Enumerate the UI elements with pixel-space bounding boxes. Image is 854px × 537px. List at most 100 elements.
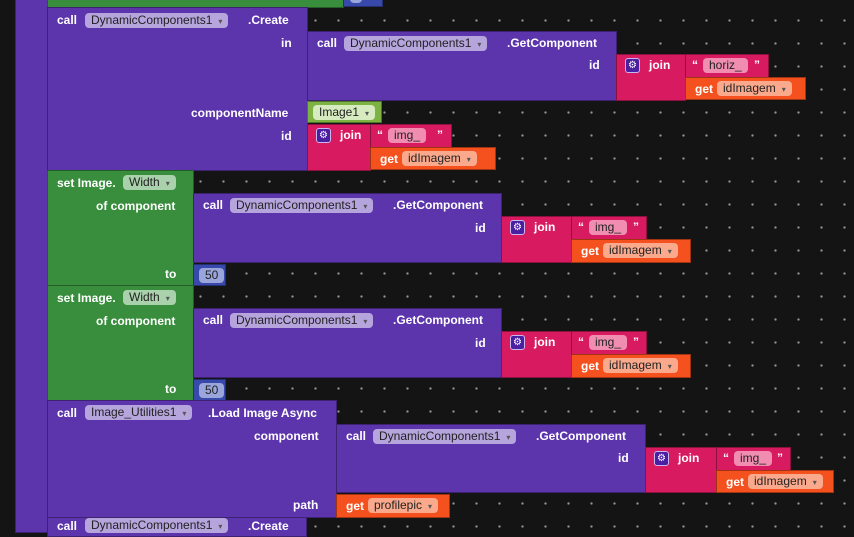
call-label: call (317, 36, 338, 50)
dropdown-value: DynamicComponents1 (91, 518, 213, 532)
text-block[interactable]: “ img_ ” (716, 447, 791, 471)
text-block[interactable]: “ horiz_ ” (685, 54, 769, 78)
text-block[interactable]: “ img_ ” (571, 331, 647, 355)
get-variable-block[interactable]: get idImagem▾ (685, 77, 806, 100)
get-variable-block[interactable]: get idImagem▾ (571, 354, 691, 378)
dropdown-arrow-icon: ▾ (466, 155, 471, 164)
dropdown-arrow-icon: ▾ (477, 40, 482, 49)
dropdown-value: DynamicComponents1 (236, 198, 358, 212)
property-dropdown[interactable]: Width ▾ (123, 175, 176, 190)
set-image-width-block[interactable]: set Image. Width▾ of component to (47, 285, 194, 401)
outer-event-block[interactable] (15, 0, 48, 533)
variable-dropdown[interactable]: profilepic▾ (368, 498, 439, 513)
text-field[interactable]: img_ (388, 128, 427, 143)
number-field[interactable]: 50 (199, 383, 225, 398)
component-dropdown[interactable]: Image_Utilities1▾ (85, 405, 193, 420)
join-label: join (649, 58, 671, 72)
dropdown-arrow-icon: ▾ (363, 202, 368, 211)
get-component-block[interactable]: call DynamicComponents1▾ .GetComponent i… (193, 193, 502, 263)
number-field[interactable]: 50 (199, 268, 225, 283)
join-label: join (534, 220, 556, 234)
join-block[interactable]: ⚙ join (616, 54, 686, 101)
text-block[interactable]: “ img_ ” (370, 124, 452, 148)
gear-icon[interactable]: ⚙ (316, 128, 331, 143)
to-label: to (165, 267, 177, 281)
id-label: id (618, 451, 629, 465)
dropdown-value: DynamicComponents1 (236, 313, 358, 327)
variable-dropdown[interactable]: idImagem▾ (603, 358, 678, 373)
component-dropdown[interactable]: DynamicComponents1 ▾ (373, 429, 517, 444)
component-dropdown[interactable]: DynamicComponents1 ▾ (230, 198, 374, 213)
quote-open: “ (578, 220, 584, 234)
join-block[interactable]: ⚙ join (307, 124, 371, 171)
dropdown-value: DynamicComponents1 (379, 429, 501, 443)
quote-close: ” (633, 220, 639, 234)
get-variable-block[interactable]: get idImagem▾ (716, 470, 834, 493)
create-block[interactable]: call DynamicComponents1▾ .Create in comp… (47, 7, 308, 171)
get-variable-block[interactable]: get idImagem▾ (370, 147, 496, 170)
dropdown-value: Image_Utilities1 (91, 405, 177, 419)
component-dropdown[interactable]: DynamicComponents1▾ (85, 518, 229, 533)
id-label: id (475, 221, 486, 235)
get-label: get (380, 152, 398, 166)
number-block-top[interactable]: 100 (343, 0, 383, 7)
dropdown-arrow-icon: ▾ (363, 317, 368, 326)
variable-dropdown[interactable]: idImagem ▾ (748, 474, 823, 489)
component-name-label: componentName (191, 106, 289, 120)
of-component-label: of component (96, 199, 176, 213)
get-component-block[interactable]: call DynamicComponents1▾ .GetComponent i… (193, 308, 502, 378)
dropdown-arrow-icon: ▾ (165, 179, 170, 188)
dropdown-arrow-icon: ▾ (506, 433, 511, 442)
property-dropdown[interactable]: Width▾ (123, 290, 176, 305)
join-block[interactable]: ⚙ join (501, 331, 572, 378)
gear-icon[interactable]: ⚙ (625, 58, 640, 73)
component-type-dropdown[interactable]: Image1▾ (313, 105, 376, 120)
variable-dropdown[interactable]: idImagem▾ (603, 243, 678, 258)
text-field[interactable]: img_ (734, 451, 773, 466)
quote-open: “ (692, 58, 698, 72)
quote-open: “ (723, 451, 729, 465)
quote-open: “ (578, 335, 584, 349)
get-component-block[interactable]: call DynamicComponents1 ▾ .GetComponent i… (336, 424, 646, 493)
variable-dropdown[interactable]: idImagem▾ (717, 81, 792, 96)
quote-open: “ (377, 128, 383, 142)
set-image-width-block[interactable]: set Image. Width▾ of component to (47, 170, 194, 286)
gear-icon[interactable]: ⚙ (510, 220, 525, 235)
get-variable-block[interactable]: get idImagem▾ (571, 239, 691, 263)
dropdown-arrow-icon: ▾ (812, 478, 817, 487)
dropdown-value: idImagem (754, 474, 807, 488)
method-label: .GetComponent (536, 429, 626, 443)
dropdown-value: Width (129, 175, 160, 189)
component-dropdown[interactable]: DynamicComponents1▾ (344, 36, 488, 51)
text-field[interactable]: horiz_ (703, 58, 748, 73)
component-dropdown[interactable]: DynamicComponents1▾ (85, 13, 229, 28)
create-block-bottom[interactable]: call DynamicComponents1▾ .Create (47, 517, 307, 537)
dropdown-arrow-icon: ▾ (667, 362, 672, 371)
text-block[interactable]: “ img_ ” (571, 216, 647, 240)
join-block[interactable]: ⚙ join (501, 216, 572, 263)
component-label: component (254, 429, 319, 443)
variable-dropdown[interactable]: idImagem▾ (402, 151, 477, 166)
number-block[interactable]: 50 (193, 379, 226, 401)
get-label: get (695, 82, 713, 96)
method-label: .Load Image Async (208, 406, 317, 420)
join-label: join (340, 128, 362, 142)
component-dropdown[interactable]: DynamicComponents1 ▾ (230, 313, 374, 328)
text-field[interactable]: img_ (589, 220, 628, 235)
load-image-async-block[interactable]: call Image_Utilities1▾ .Load Image Async… (47, 400, 337, 518)
component-type-block[interactable]: Image1▾ (307, 101, 382, 123)
gear-icon[interactable]: ⚙ (510, 335, 525, 350)
dropdown-value: DynamicComponents1 (91, 13, 213, 27)
text-field[interactable]: img_ (589, 335, 628, 350)
join-label: join (534, 335, 556, 349)
join-block[interactable]: ⚙ join (645, 447, 717, 493)
get-component-block[interactable]: call DynamicComponents1▾ .GetComponent i… (307, 31, 617, 101)
gear-icon[interactable]: ⚙ (654, 451, 669, 466)
method-label: .Create (248, 13, 289, 27)
get-path-block[interactable]: get profilepic▾ (336, 494, 450, 518)
id-label: id (281, 129, 292, 143)
dropdown-arrow-icon: ▾ (165, 294, 170, 303)
number-field[interactable]: 100 (350, 0, 362, 3)
number-block[interactable]: 50 (193, 264, 226, 286)
call-label: call (346, 429, 367, 443)
